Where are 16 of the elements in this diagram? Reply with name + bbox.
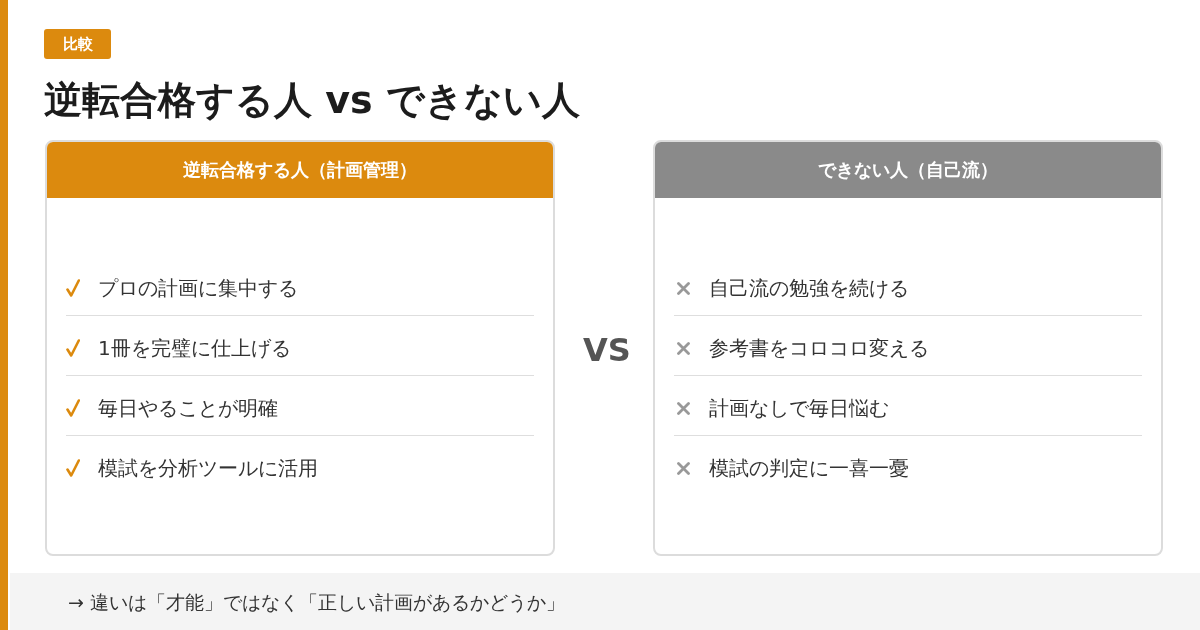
comparison-card <box>653 140 1163 556</box>
card-header: できない人（自己流） <box>655 142 1161 198</box>
list-item-text: 計画なしで毎日悩む <box>709 395 889 422</box>
summary-text: → 違いは「才能」ではなく「正しい計画があるかどうか」 <box>68 590 565 615</box>
comparison-card <box>45 140 555 556</box>
list-item-text: 模試の判定に一喜一憂 <box>709 455 909 482</box>
list-item-text: 参考書をコロコロ変える <box>709 335 929 362</box>
versus-label: VS <box>583 330 631 370</box>
list-item-text: 1冊を完璧に仕上げる <box>98 335 291 362</box>
list-item-text: 模試を分析ツールに活用 <box>98 455 318 482</box>
card-header: 逆転合格する人（計画管理） <box>47 142 553 198</box>
list-item-text: 毎日やることが明確 <box>98 395 278 422</box>
page-title: 逆転合格する人 vs できない人 <box>44 77 580 124</box>
list-item-text: 自己流の勉強を続ける <box>709 275 909 302</box>
list-item-text: プロの計画に集中する <box>98 275 298 302</box>
category-tag: 比較 <box>44 29 111 59</box>
